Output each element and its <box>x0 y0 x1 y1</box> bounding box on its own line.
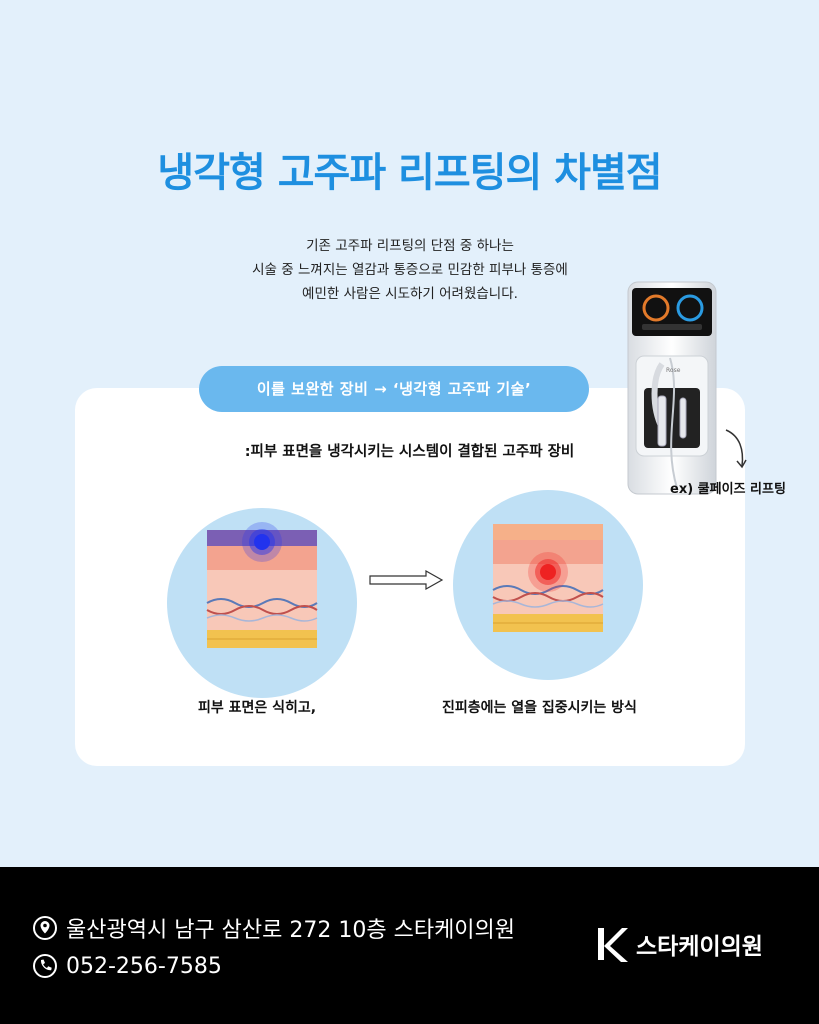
device-caption: ex) 쿨페이즈 리프팅 <box>670 482 786 497</box>
intro-text: 기존 고주파 리프팅의 단점 중 하나는 시술 중 느껴지는 열감과 통증으로 … <box>150 234 670 306</box>
location-pin-icon <box>33 916 57 940</box>
curved-arrow-icon <box>725 429 747 469</box>
skin-diagram-heating <box>453 490 643 680</box>
logo-text: 스타케이의원 <box>636 934 763 960</box>
phone-row: 052-256-7585 <box>32 953 222 979</box>
device-brand: Rose <box>666 367 681 374</box>
clinic-logo: 스타케이의원 <box>594 924 763 964</box>
highlight-pill: 이를 보완한 장비 → ‘냉각형 고주파 기술’ <box>199 366 589 412</box>
left-caption: 피부 표면은 식히고, <box>198 700 317 716</box>
phone-icon <box>33 954 57 978</box>
intro-line-2: 시술 중 느껴지는 열감과 통증으로 민감한 피부나 통증에 <box>252 262 568 278</box>
address-text: 울산광역시 남구 삼산로 272 10층 스타케이의원 <box>66 918 516 943</box>
phone-text[interactable]: 052-256-7585 <box>66 953 222 979</box>
right-arrow-icon <box>369 570 444 590</box>
page-title: 냉각형 고주파 리프팅의 차별점 <box>157 150 662 196</box>
device-illustration: Rose <box>627 281 717 495</box>
footer <box>0 867 819 1024</box>
card-subtitle: :피부 표면을 냉각시키는 시스템이 결합된 고주파 장비 <box>244 444 575 460</box>
k-logo-icon <box>598 928 628 962</box>
intro-line-3: 예민한 사람은 시도하기 어려웠습니다. <box>302 286 518 302</box>
intro-line-1: 기존 고주파 리프팅의 단점 중 하나는 <box>306 238 514 254</box>
right-caption: 진피층에는 열을 집중시키는 방식 <box>442 700 637 716</box>
address-row: 울산광역시 남구 삼산로 272 10층 스타케이의원 <box>32 912 515 944</box>
skin-diagram-cooling <box>167 508 357 698</box>
